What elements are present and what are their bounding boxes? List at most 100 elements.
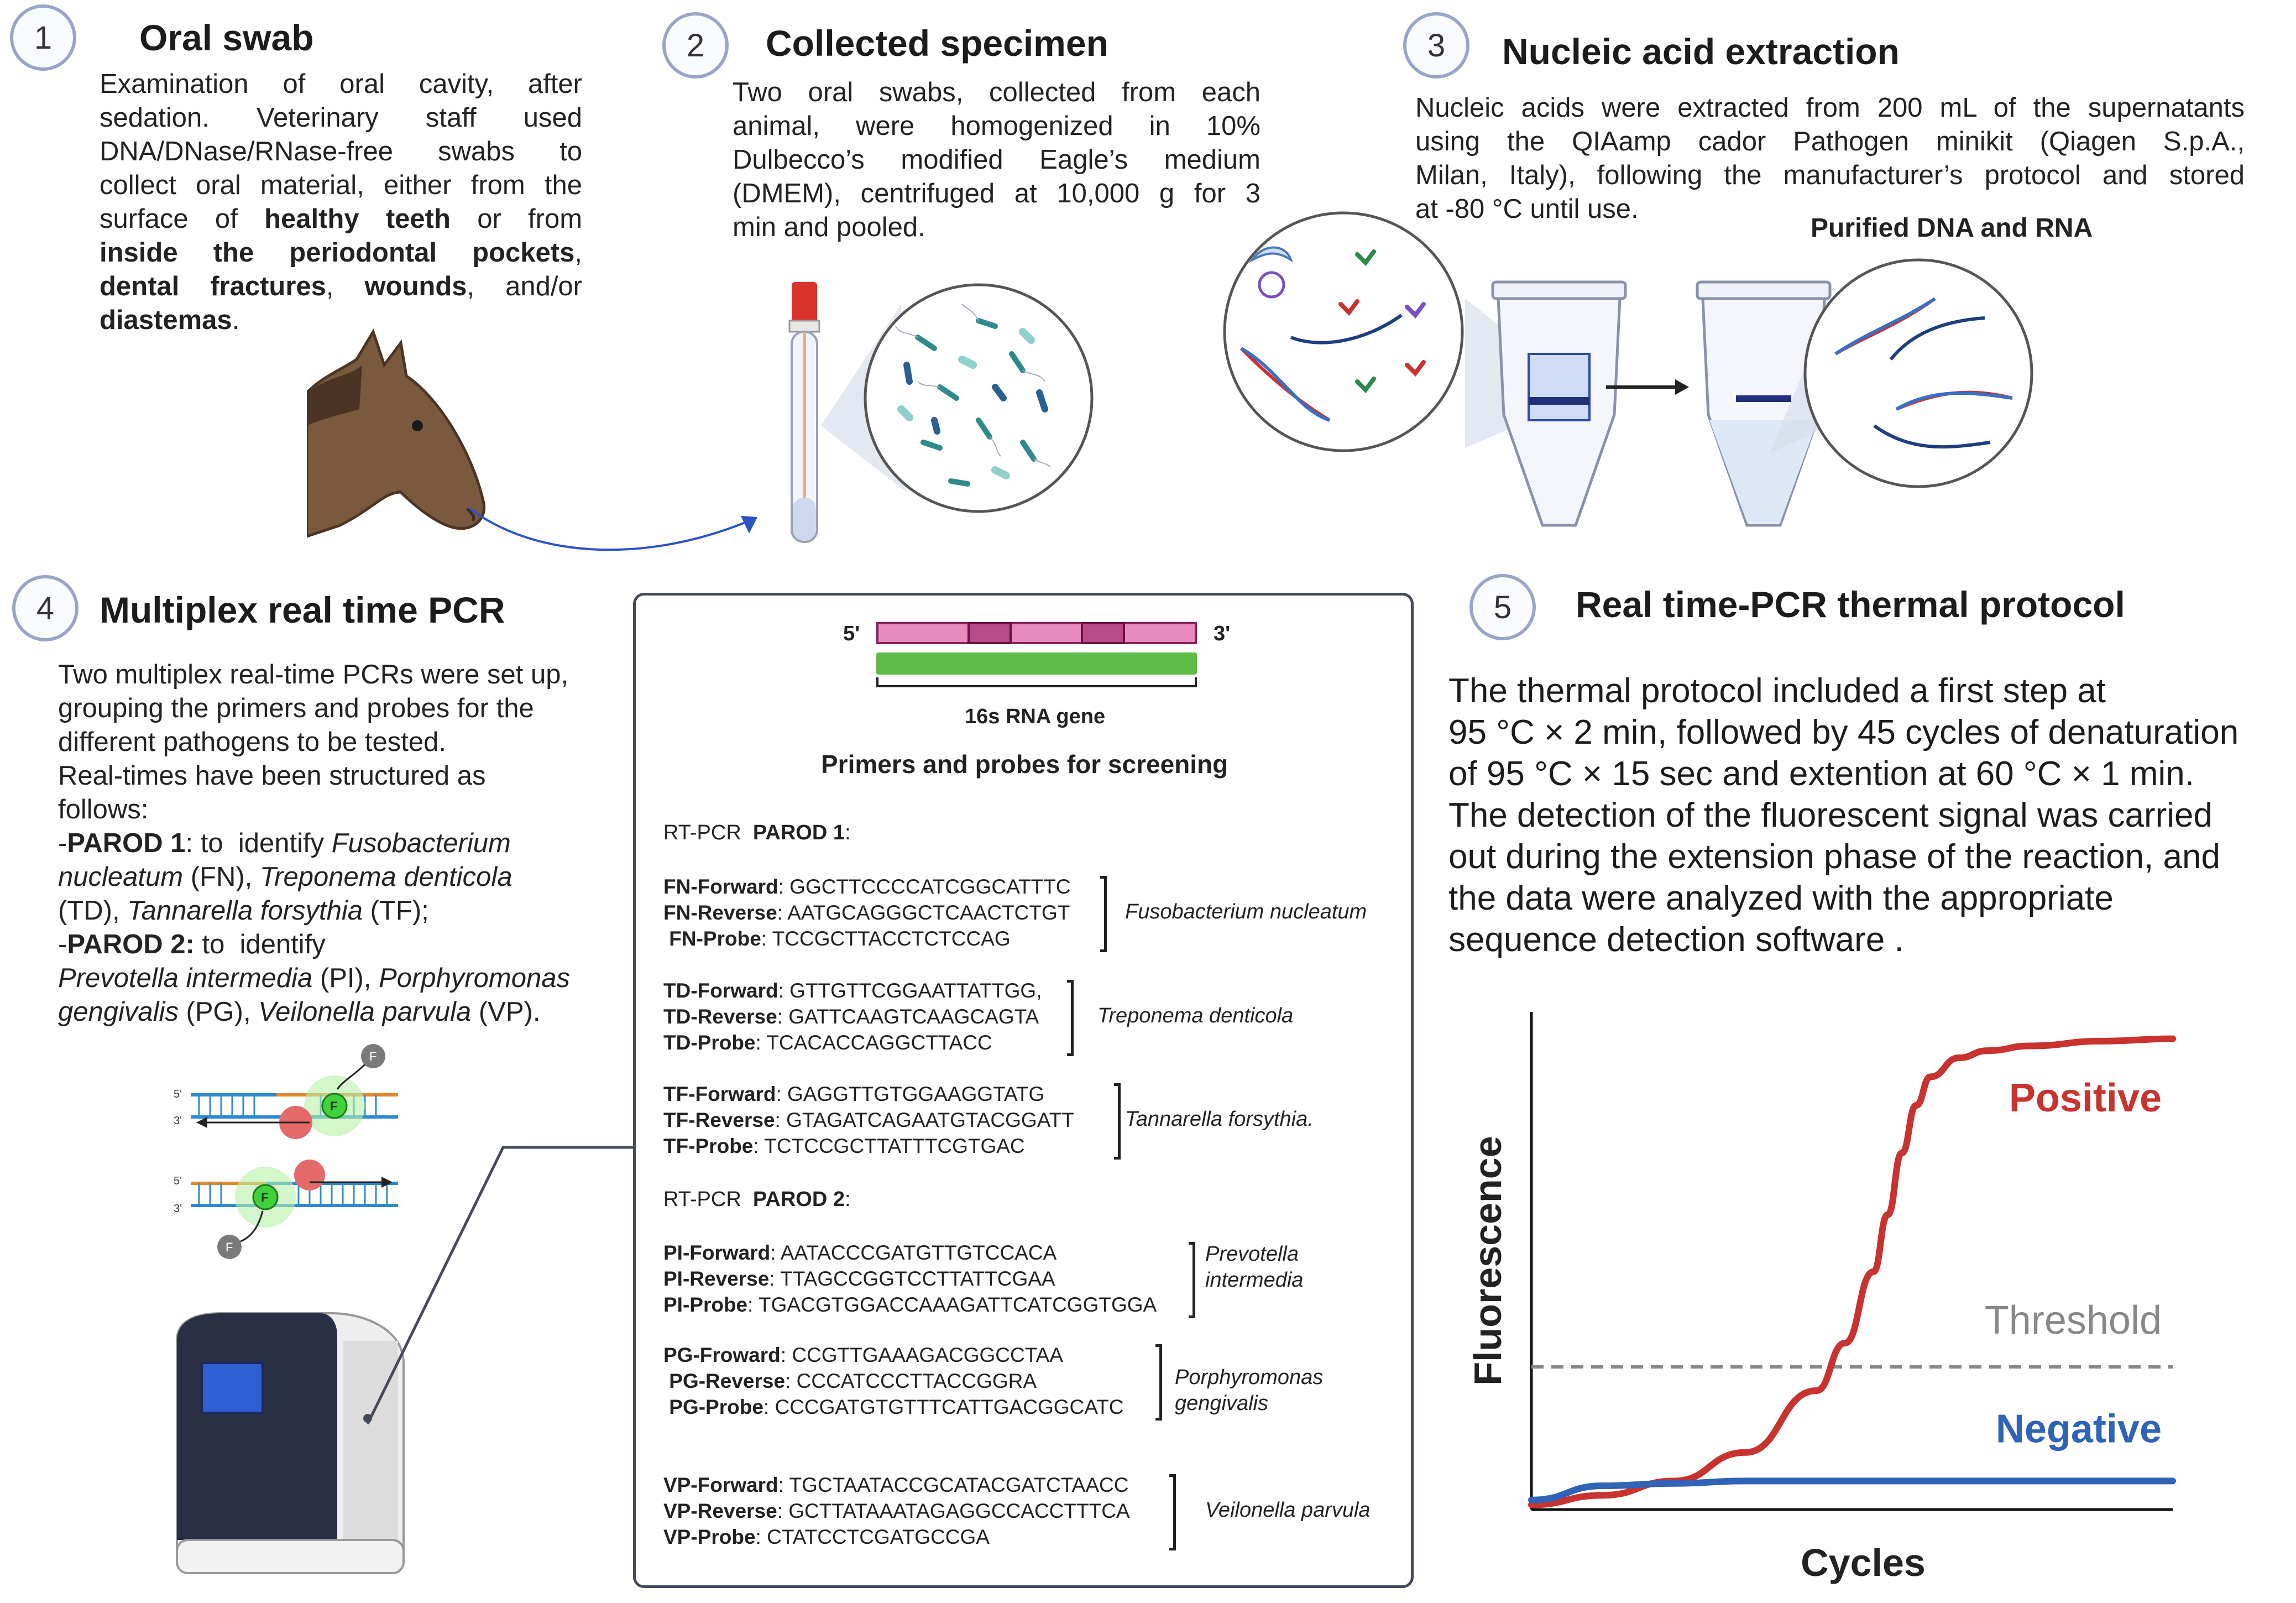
primer-name: TD-Reverse xyxy=(663,1005,777,1028)
primer-name: TF-Reverse xyxy=(663,1109,775,1131)
primer-sequence: CCGTTGAAAGACGGCCTAA xyxy=(792,1344,1063,1366)
horse-illustration xyxy=(307,328,486,538)
primer-name: FN-Forward xyxy=(663,875,778,898)
primer-row: VP-Reverse: GCTTATAAATAGAGGCCACCTTTCA xyxy=(663,1498,1130,1524)
step-number-text: 4 xyxy=(36,590,55,626)
group-bracket xyxy=(1155,1344,1162,1421)
primer-name: FN-Probe xyxy=(663,927,761,950)
step-number-text: 2 xyxy=(686,27,705,64)
step-1-title: Oral swab xyxy=(139,17,314,58)
organism-name: gengivalis xyxy=(58,997,179,1027)
primer-sequence: TCTCCGCTTATTTCGTGAC xyxy=(764,1135,1025,1157)
primer-group: PG-Froward: CCGTTGAAAGACGGCCTAA PG-Rever… xyxy=(663,1342,1124,1420)
description-line: animal, were homogenized in 10% xyxy=(733,111,1261,141)
primer-row: PI-Reverse: TTAGCCGGTCCTTATTCGAA xyxy=(663,1266,1157,1292)
strand-3-label: 3' xyxy=(174,1115,182,1127)
group-bracket xyxy=(1114,1083,1121,1160)
separator: : xyxy=(777,901,788,924)
separator: : xyxy=(777,1005,789,1028)
primer-name: TF-Forward xyxy=(663,1083,776,1105)
primer-name: VP-Forward xyxy=(663,1474,778,1496)
step-number-text: 1 xyxy=(34,19,53,56)
primer-row: TF-Reverse: GTAGATCAGAATGTACGGATT xyxy=(663,1107,1074,1133)
description-line: min and pooled. xyxy=(733,212,925,242)
primer-row: PG-Froward: CCGTTGAAAGACGGCCTAA xyxy=(663,1342,1124,1368)
primer-sequence: GTAGATCAGAATGTACGGATT xyxy=(786,1109,1074,1131)
tube-arrow xyxy=(1606,379,1689,395)
primer-name: PG-Reverse xyxy=(663,1370,786,1392)
pcr-amplification-chart: ThresholdPositiveNegativeCyclesFluoresce… xyxy=(1466,1012,2176,1584)
primer-sequence: GGCTTCCCCATCGGCATTTC xyxy=(789,875,1071,898)
swab-arrow xyxy=(470,508,757,551)
organism-name: Porphyromonas xyxy=(379,963,570,993)
parod2-header: RT-PCR PAROD 2: xyxy=(663,1188,851,1212)
parod1-line-1: -PAROD 1: to identify Fusobacterium xyxy=(58,827,644,860)
text: RT-PCR xyxy=(663,821,753,844)
text: (VP). xyxy=(471,997,541,1027)
text: : to identify xyxy=(185,828,332,858)
text: , xyxy=(326,271,365,301)
gene-bar-bracket xyxy=(876,677,1197,687)
text: - xyxy=(58,828,67,858)
primer-sequence: CCCGATGTGTTTCATTGACGGCATC xyxy=(775,1396,1124,1418)
intro-line: follows: xyxy=(58,795,149,824)
step-5-title: Real time-PCR thermal protocol xyxy=(1576,584,2125,625)
text: , xyxy=(574,238,582,268)
organism-label: Veilonella parvula xyxy=(1205,1498,1371,1522)
primer-sequence: CCCATCCCTTACCGGRA xyxy=(796,1370,1037,1392)
primer-row: PG-Reverse: CCCATCCCTTACCGGRA xyxy=(663,1368,1124,1394)
primer-sequence: CTATCCTCGATGCCGA xyxy=(767,1526,990,1548)
group-bracket xyxy=(1067,980,1074,1056)
primer-name: PI-Reverse xyxy=(663,1267,770,1290)
primer-row: PI-Forward: AATACCCGATGTTGTCCACA xyxy=(663,1240,1157,1266)
text: sedation. Veterinary staff used xyxy=(100,103,582,133)
text: (FN), xyxy=(183,862,260,892)
purified-dna-rna-label: Purified DNA and RNA xyxy=(1811,213,2093,243)
separator: : xyxy=(770,1241,781,1264)
organism-name: Fusobacterium xyxy=(331,828,511,858)
description-line: DNA/DNase/RNase-free swabs to xyxy=(100,135,582,169)
description-line: sedation. Veterinary staff used xyxy=(100,101,582,135)
parod1-line-2: nucleatum (FN), Treponema denticola xyxy=(58,860,644,894)
gene-label: 16s RNA gene xyxy=(965,705,1106,728)
primer-row: FN-Forward: GGCTTCCCCATCGGCATTTC xyxy=(663,874,1071,900)
fluorophore-label: F xyxy=(261,1190,268,1204)
primer-sequence: TGCTAATACCGCATACGATCTAACC xyxy=(789,1474,1129,1496)
step-number-text: 5 xyxy=(1493,589,1512,625)
primer-sequence: GATTCAAGTCAAGCAGTA xyxy=(788,1005,1039,1028)
probe-region-1 xyxy=(967,622,1012,644)
description-line: The thermal protocol included a first st… xyxy=(1448,672,2106,710)
text: (PI), xyxy=(312,963,379,993)
text: (PG), xyxy=(178,997,259,1027)
separator: : xyxy=(778,979,790,1002)
swab-tube-illustration xyxy=(788,282,820,543)
parod-name: PAROD 2 xyxy=(752,1188,845,1211)
parod2-line-3: gengivalis (PG), Veilonella parvula (VP)… xyxy=(58,995,644,1029)
separator: : xyxy=(755,1526,767,1548)
step-3-number: 3 xyxy=(1403,12,1469,79)
separator: : xyxy=(778,1474,789,1496)
series-label-negative: Negative xyxy=(1996,1407,2162,1451)
fluorophore-label: F xyxy=(226,1240,233,1254)
description-line: inside the periodontal pockets, xyxy=(100,236,582,270)
primer-row: TD-Probe: TCACACCAGGCTTACC xyxy=(663,1030,1042,1056)
primer-row: TD-Forward: GTTGTTCGGAATTATTGG, xyxy=(663,978,1042,1004)
x-axis-label: Cycles xyxy=(1801,1541,1926,1584)
pcr-machine-illustration xyxy=(176,1312,405,1574)
description-line: at -80 °C until use. xyxy=(1415,194,1639,224)
step-2-title: Collected specimen xyxy=(766,23,1108,64)
probe-region-2 xyxy=(1081,622,1125,644)
primer-sequence: AATGCAGGGCTCAACTCTGT xyxy=(787,901,1070,924)
description-line: Two oral swabs, collected from each xyxy=(733,77,1261,107)
description-line: diastemas. xyxy=(100,304,582,337)
primer-row: PI-Probe: TGACGTGGACCAAAGATTCATCGGTGGA xyxy=(663,1292,1157,1318)
step-4-description: Two multiplex real-time PCRs were set up… xyxy=(58,658,644,1029)
organism-line: intermedia xyxy=(1205,1268,1304,1292)
nucleic-acids-view xyxy=(1223,211,1464,452)
text: (TD), xyxy=(58,896,128,926)
primer-row: VP-Probe: CTATCCTCGATGCCGA xyxy=(663,1524,1130,1550)
emphasis-text: healthy teeth xyxy=(264,204,451,234)
primer-row: TF-Forward: GAGGTTGTGGAAGGTATG xyxy=(663,1081,1074,1107)
